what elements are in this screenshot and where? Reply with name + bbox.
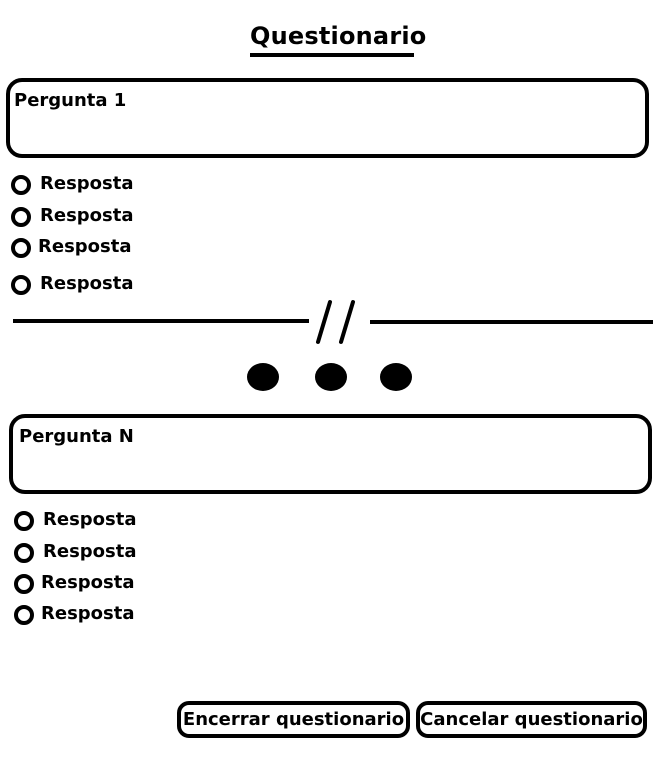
answer-list-n: Resposta Resposta Resposta Resposta	[14, 508, 214, 638]
question-label: Pergunta N	[19, 426, 134, 447]
radio-button[interactable]	[11, 207, 31, 227]
separator-line-left	[13, 319, 309, 323]
ellipsis-dot	[315, 363, 347, 391]
answer-label: Resposta	[41, 603, 135, 624]
question-box-n: Pergunta N	[9, 414, 652, 494]
title-underline	[250, 53, 414, 57]
radio-button[interactable]	[14, 511, 34, 531]
answer-label: Resposta	[43, 509, 137, 530]
radio-button[interactable]	[11, 238, 31, 258]
answer-label: Resposta	[40, 273, 134, 294]
answer-label: Resposta	[41, 572, 135, 593]
ellipsis-dot	[247, 363, 279, 391]
radio-button[interactable]	[11, 275, 31, 295]
double-slash-break-icon	[316, 300, 355, 344]
finish-questionnaire-button[interactable]: Encerrar questionario	[177, 701, 410, 738]
answer-list-1: Resposta Resposta Resposta Resposta	[11, 172, 211, 302]
answer-label: Resposta	[40, 205, 134, 226]
radio-button[interactable]	[14, 574, 34, 594]
answer-label: Resposta	[43, 541, 137, 562]
radio-button[interactable]	[14, 543, 34, 563]
ellipsis-dot	[380, 363, 412, 391]
answer-label: Resposta	[38, 236, 132, 257]
radio-button[interactable]	[11, 175, 31, 195]
question-label: Pergunta 1	[14, 90, 127, 111]
cancel-questionnaire-button[interactable]: Cancelar questionario	[416, 701, 647, 738]
radio-button[interactable]	[14, 605, 34, 625]
question-box-1: Pergunta 1	[6, 78, 649, 158]
separator-line-right	[370, 320, 653, 324]
answer-label: Resposta	[40, 173, 134, 194]
page-title: Questionario	[250, 22, 427, 50]
